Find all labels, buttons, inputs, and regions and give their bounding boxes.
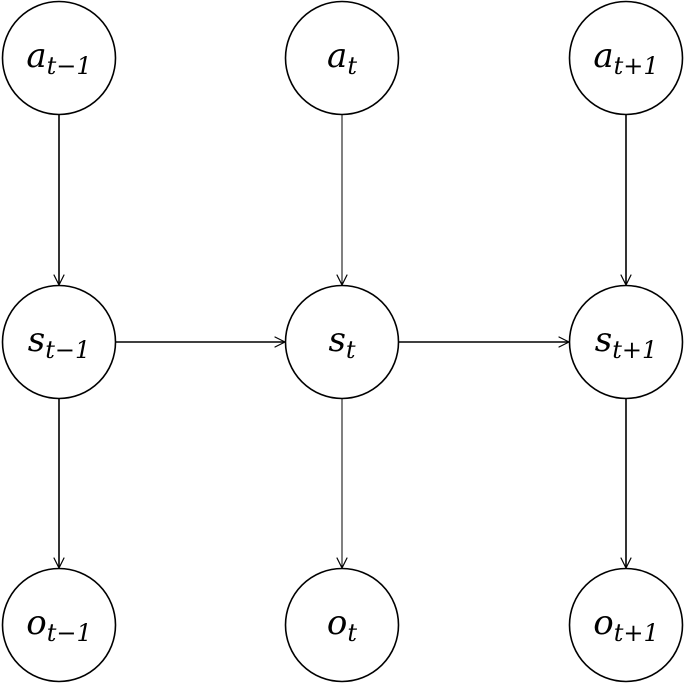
node-circle: [1, 284, 117, 400]
node-o_t: ot: [284, 567, 400, 683]
node-circle: [568, 567, 684, 683]
edge-a_tp1-to-s_tp1: [620, 115, 632, 286]
node-label-sub: t: [347, 52, 357, 80]
node-label-sub: t−1: [47, 619, 92, 647]
svg-text:ot: ot: [327, 603, 357, 647]
node-circle: [284, 0, 400, 116]
edges: [53, 115, 632, 569]
node-s_t: st: [284, 284, 400, 400]
svg-text:st+1: st+1: [595, 320, 657, 364]
node-label-sub: t: [346, 336, 356, 364]
edge-a_tm1-to-s_tm1: [53, 115, 65, 286]
node-circle: [1, 567, 117, 683]
svg-text:st−1: st−1: [28, 320, 90, 364]
node-s_tp1: st+1: [568, 284, 684, 400]
node-circle: [568, 284, 684, 400]
node-o_tm1: ot−1: [1, 567, 117, 683]
node-a_t: at: [284, 0, 400, 116]
node-label-base: a: [593, 36, 613, 76]
node-label-base: s: [595, 320, 612, 360]
edge-s_tm1-to-s_t: [116, 336, 286, 348]
node-label-base: s: [328, 320, 345, 360]
node-label-base: s: [28, 320, 45, 360]
edge-s_t-to-o_t: [336, 399, 348, 569]
node-a_tm1: at−1: [1, 0, 117, 116]
node-circle: [284, 567, 400, 683]
node-label-sub: t: [347, 619, 357, 647]
svg-text:ot+1: ot+1: [593, 603, 659, 647]
node-a_tp1: at+1: [568, 0, 684, 116]
node-label-sub: t−1: [45, 336, 90, 364]
edge-s_tm1-to-o_tm1: [53, 399, 65, 569]
node-o_tp1: ot+1: [568, 567, 684, 683]
svg-text:at: at: [327, 36, 357, 80]
node-label-base: a: [26, 36, 46, 76]
node-circle: [1, 0, 117, 116]
svg-text:ot−1: ot−1: [26, 603, 92, 647]
node-label-base: o: [26, 603, 46, 643]
edge-s_t-to-s_tp1: [399, 336, 570, 348]
svg-text:st: st: [328, 320, 355, 364]
node-label-base: o: [327, 603, 347, 643]
node-label-sub: t−1: [47, 52, 92, 80]
svg-text:at−1: at−1: [26, 36, 91, 80]
node-label-sub: t+1: [612, 336, 657, 364]
edge-a_t-to-s_t: [336, 115, 348, 286]
edge-s_tp1-to-o_tp1: [620, 399, 632, 569]
node-label-sub: t+1: [614, 52, 659, 80]
svg-text:at+1: at+1: [593, 36, 658, 80]
node-label-base: a: [327, 36, 347, 76]
node-circle: [568, 0, 684, 116]
node-label-base: o: [593, 603, 613, 643]
node-circle: [284, 284, 400, 400]
node-s_tm1: st−1: [1, 284, 117, 400]
node-label-sub: t+1: [614, 619, 659, 647]
